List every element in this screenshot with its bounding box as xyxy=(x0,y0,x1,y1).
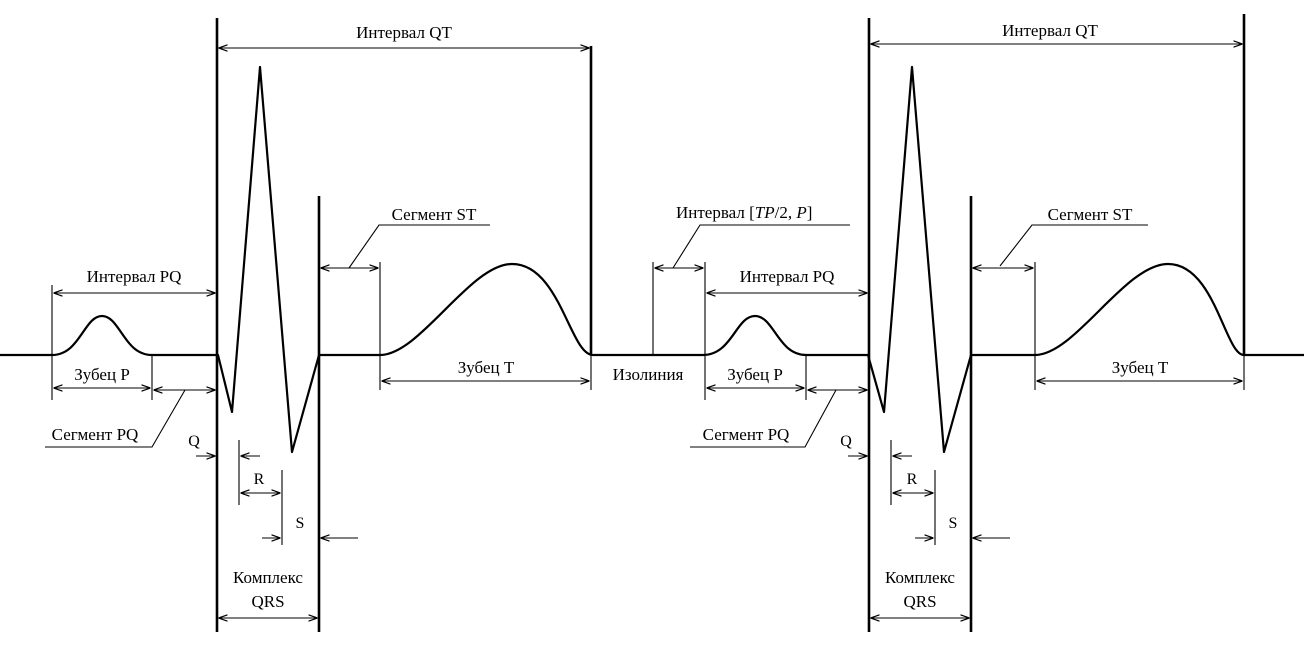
ecg-waveform xyxy=(0,65,1304,454)
interval-qt-label-2: Интервал QT xyxy=(1002,21,1098,40)
complex-label-line1-2: Комплекс xyxy=(885,568,955,587)
cycle-left: Интервал QT Интервал PQ Сегмент ST Зубец… xyxy=(45,18,593,632)
interval-pq-label-2: Интервал PQ xyxy=(740,267,835,286)
r-label-2: R xyxy=(907,471,918,488)
interval-tp-label: Интервал [TP/2, P] xyxy=(676,203,812,222)
q-label: Q xyxy=(188,433,200,450)
isoline-label: Изолиния xyxy=(613,365,684,384)
segment-st-label: Сегмент ST xyxy=(392,205,477,224)
segment-st-label-2: Сегмент ST xyxy=(1048,205,1133,224)
complex-label-line1: Комплекс xyxy=(233,568,303,587)
s-label-2: S xyxy=(949,515,958,532)
segment-pq-label-2: Сегмент PQ xyxy=(703,425,790,444)
r-label: R xyxy=(254,471,265,488)
wave-p-label: Зубец P xyxy=(74,365,130,384)
s-label: S xyxy=(296,515,305,532)
wave-p-label-2: Зубец P xyxy=(727,365,783,384)
complex-label-line2-2: QRS xyxy=(903,592,936,611)
segment-pq-label: Сегмент PQ xyxy=(52,425,139,444)
wave-t-label-2: Зубец T xyxy=(1112,358,1169,377)
wave-t-label: Зубец T xyxy=(458,358,515,377)
interval-qt-label: Интервал QT xyxy=(356,23,452,42)
q-label-2: Q xyxy=(840,433,852,450)
isoline-region: Интервал [TP/2, P] Изолиния xyxy=(613,203,850,400)
complex-label-line2: QRS xyxy=(251,592,284,611)
interval-pq-label: Интервал PQ xyxy=(87,267,182,286)
cycle-right: Интервал QT Интервал PQ Сегмент ST Зубец… xyxy=(690,14,1246,632)
